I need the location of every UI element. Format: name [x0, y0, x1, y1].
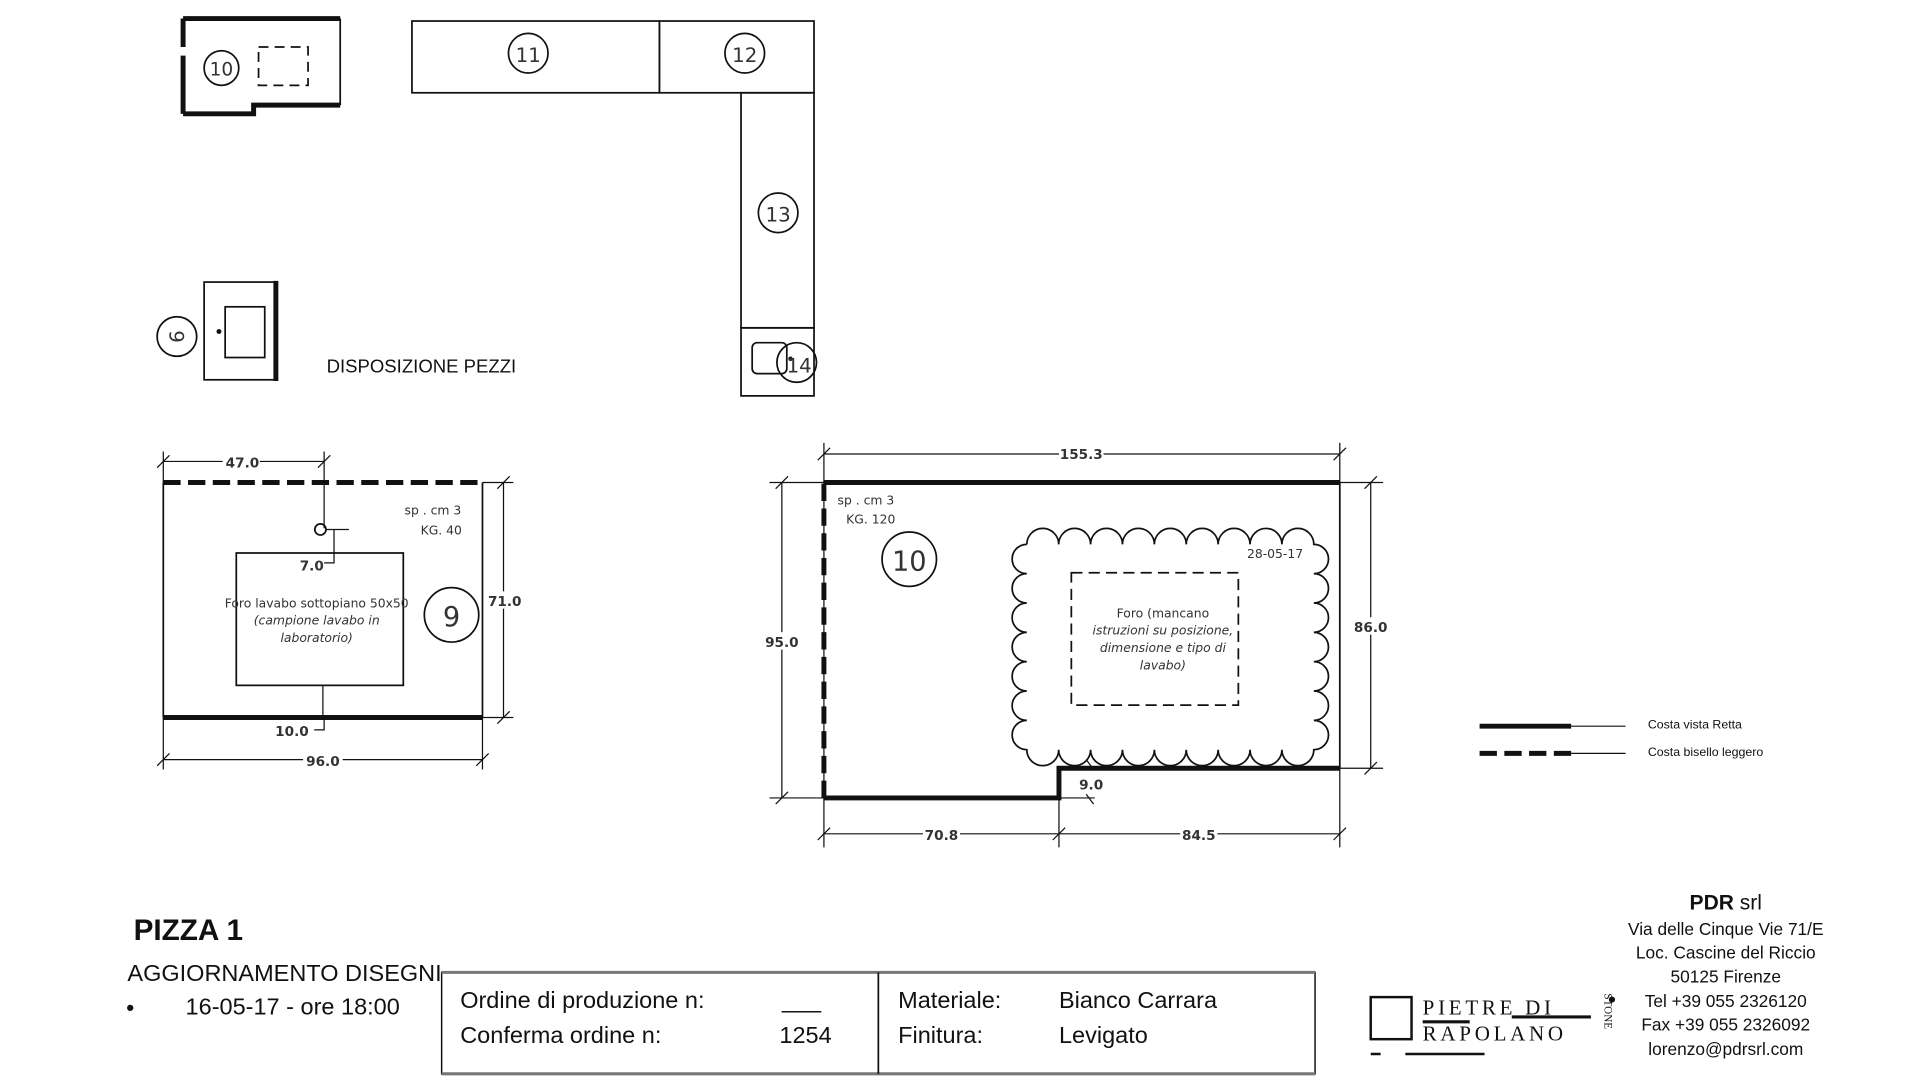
bullet: •: [126, 995, 134, 1021]
plan-piece-10: 10: [180, 16, 342, 117]
hole-note: laboratorio): [281, 631, 353, 645]
piece-9-drawing: 9 47.0 7.0 10.0 96.0 71.0 sp . cm 3 KG. …: [156, 451, 523, 770]
company-name-suffix: srl: [1734, 891, 1762, 914]
piece-label: 14: [787, 354, 812, 377]
address-line: Loc. Cascine del Riccio: [1636, 943, 1816, 963]
dim-height: 71.0: [488, 594, 522, 610]
footer: PIZZA 1 AGGIORNAMENTO DISEGNI • 16-05-17…: [126, 891, 1824, 1076]
project-title: PIZZA 1: [134, 914, 243, 947]
dim-left-height: 95.0: [765, 635, 799, 651]
piece-label: 10: [892, 546, 927, 577]
company-logo: PIETRE DI RAPOLANO STONE: [1369, 993, 1616, 1056]
weight-note: KG. 40: [421, 523, 462, 537]
company-info: PDR srl Via delle Cinque Vie 71/E Loc. C…: [1628, 891, 1824, 1059]
plan-title: DISPOSIZIONE PEZZI: [327, 355, 517, 376]
finish-label: Finitura:: [898, 1022, 983, 1048]
phone: Tel +39 055 2326120: [1645, 991, 1807, 1011]
plan-piece-13: 13: [740, 91, 815, 329]
update-date: 16-05-17 - ore 18:00: [186, 993, 400, 1019]
dim-width: 155.3: [1060, 447, 1103, 463]
hole-note: (campione lavabo in: [254, 614, 380, 628]
plan-piece-12: 12: [658, 20, 815, 94]
thickness-note: sp . cm 3: [838, 494, 895, 508]
email-link[interactable]: lorenzo@pdrsrl.com: [1648, 1039, 1803, 1059]
revision-cloud: [1011, 527, 1330, 767]
title-block: Ordine di produzione n: ___ Conferma ord…: [440, 970, 1316, 1076]
address-line: Via delle Cinque Vie 71/E: [1628, 919, 1824, 939]
dim-bottom-left: 70.8: [925, 828, 959, 844]
dim-right-height: 86.0: [1354, 620, 1388, 636]
hole-note: Foro (mancano: [1117, 606, 1210, 620]
dim-hole-bottom: 10.0: [275, 724, 309, 740]
hole-outline: [1070, 571, 1240, 707]
piece-label: 12: [732, 44, 757, 67]
piece-label: 9: [443, 602, 460, 633]
fax: Fax +39 055 2326092: [1641, 1015, 1810, 1035]
piece-label-circle: [203, 49, 240, 87]
finish-value: Levigato: [1059, 1022, 1148, 1048]
order-label: Ordine di produzione n:: [460, 987, 704, 1013]
plan-piece-11: 11: [411, 20, 661, 94]
material-value: Bianco Carrara: [1059, 987, 1218, 1013]
address-line: 50125 Firenze: [1670, 966, 1781, 986]
piece-label: 9: [164, 330, 187, 343]
piece-10-drawing: 10 155.3 95.0 86.0 9.0 70.8 84.5 sp . cm…: [764, 442, 1389, 848]
dim-bottom-right: 84.5: [1182, 828, 1216, 844]
confirm-label: Conferma ordine n:: [460, 1022, 661, 1048]
company-name-bold: PDR: [1690, 891, 1734, 914]
logo-text: RAPOLANO: [1423, 1021, 1567, 1045]
confirm-value: 1254: [779, 1022, 831, 1048]
company-name: PDR srl: [1690, 891, 1762, 914]
dim-width: 96.0: [306, 754, 340, 770]
piece-label: 13: [766, 203, 791, 226]
weight-note: KG. 120: [846, 512, 895, 526]
piece-label: 10: [210, 59, 234, 80]
hole-outline: [257, 46, 309, 87]
legend-item: Costa bisello leggero: [1648, 745, 1764, 759]
revision-date: 28-05-17: [1247, 547, 1303, 561]
order-value: ___: [781, 987, 822, 1013]
hole-note: dimensione e tipo di: [1100, 641, 1227, 655]
edge-legend: Costa vista Retta Costa bisello leggero: [1479, 718, 1764, 759]
dim-width-offset: 47.0: [226, 456, 260, 472]
legend-item: Costa vista Retta: [1648, 718, 1742, 732]
dim-hole-top: 7.0: [300, 558, 324, 574]
layout-plan: 10 11 12 13 14: [156, 16, 818, 397]
hole-note: lavabo): [1140, 658, 1186, 672]
plan-piece-9: 9: [156, 280, 279, 382]
plan-piece-14: 14: [740, 326, 818, 397]
update-title: AGGIORNAMENTO DISEGNI: [127, 960, 441, 986]
hole-note: Foro lavabo sottopiano 50x50: [225, 596, 409, 610]
thickness-note: sp . cm 3: [405, 504, 462, 518]
piece-label: 11: [516, 44, 541, 67]
material-label: Materiale:: [898, 987, 1001, 1013]
logo-text: STONE: [1602, 993, 1614, 1029]
dim-step: 9.0: [1079, 777, 1103, 793]
hole-note: istruzioni su posizione,: [1093, 624, 1234, 638]
